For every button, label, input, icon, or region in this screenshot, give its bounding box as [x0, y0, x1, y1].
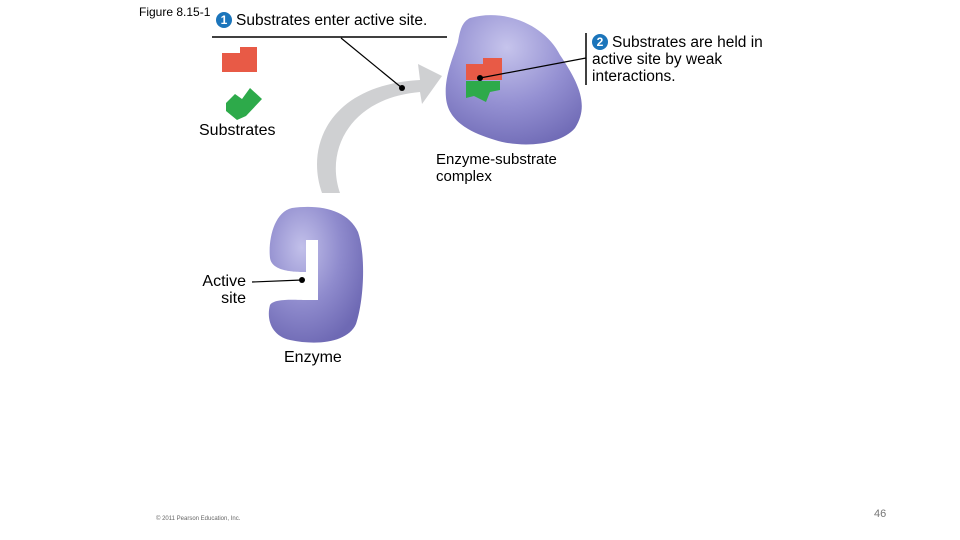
active-site-leader-line [251, 279, 303, 283]
reaction-arrow [317, 64, 442, 193]
step1-badge: 1 [216, 12, 232, 28]
enzyme-substrate-complex [445, 15, 582, 145]
enzyme-label: Enzyme [284, 349, 342, 366]
step1-text: Substrates enter active site. [236, 12, 428, 29]
step2-badge: 2 [592, 34, 608, 50]
step1-leader-line [340, 37, 403, 89]
active-site-leader-dot [299, 277, 305, 283]
active-site-notch [306, 240, 318, 300]
step2-leader-dot [477, 75, 483, 81]
substrate-red-shape [222, 47, 257, 72]
active-site-label: Active site [202, 273, 246, 307]
copyright-notice: © 2011 Pearson Education, Inc. [156, 516, 241, 522]
step2-leader-line [479, 57, 587, 79]
complex-label: Enzyme-substrate complex [436, 151, 557, 185]
substrates-label: Substrates [199, 122, 276, 139]
page-number: 46 [874, 508, 887, 520]
bound-substrate-green [466, 81, 500, 102]
step2-text: Substrates are held in active site by we… [592, 34, 763, 85]
figure-label: Figure 8.15-1 [139, 5, 211, 19]
step1-leader-dot [399, 85, 405, 91]
substrate-green-shape [226, 88, 262, 120]
bound-substrate-red [466, 58, 502, 80]
